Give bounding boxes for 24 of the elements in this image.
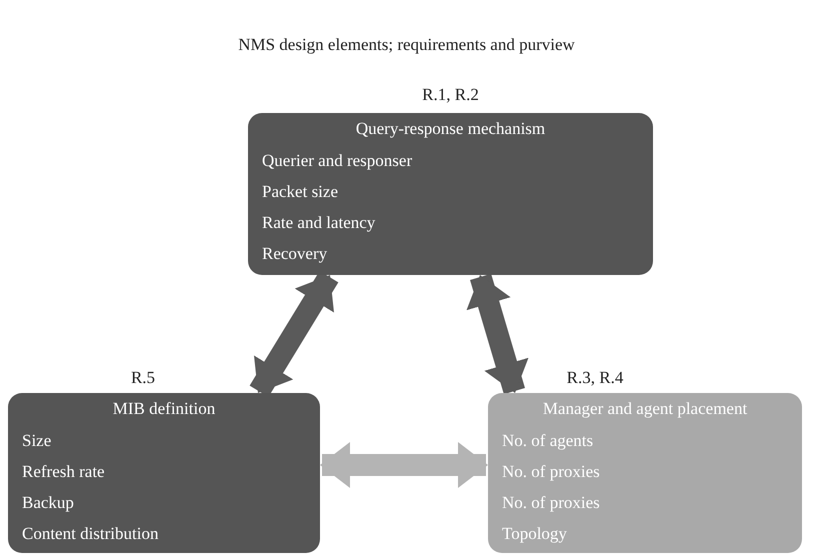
list-item: Recovery [262, 243, 328, 265]
requirement-label: R.5 [130, 368, 156, 388]
list-item: Refresh rate [22, 461, 106, 483]
list-item: Content distribution [22, 523, 160, 545]
list-item: Backup [22, 492, 75, 514]
box-heading: Query-response mechanism [354, 119, 546, 139]
list-item: Querier and responser [262, 150, 414, 172]
list-item: Rate and latency [262, 212, 376, 234]
box-heading: Manager and agent placement [542, 399, 748, 419]
requirement-label: R.3, R.4 [566, 368, 624, 388]
content-box [488, 393, 802, 553]
requirement-label: R.1, R.2 [421, 85, 480, 105]
content-box [248, 113, 653, 275]
content-box [8, 393, 320, 553]
list-item: Size [22, 430, 52, 452]
list-item: Packet size [262, 181, 339, 203]
double-arrow [466, 274, 529, 394]
list-item: No. of proxies [502, 492, 601, 514]
box-heading: MIB definition [112, 399, 216, 419]
list-item: Topology [502, 523, 568, 545]
list-item: No. of agents [502, 430, 594, 452]
diagram-title: NMS design elements; requirements and purview [237, 35, 576, 55]
double-arrow [320, 442, 488, 488]
list-item: No. of proxies [502, 461, 601, 483]
